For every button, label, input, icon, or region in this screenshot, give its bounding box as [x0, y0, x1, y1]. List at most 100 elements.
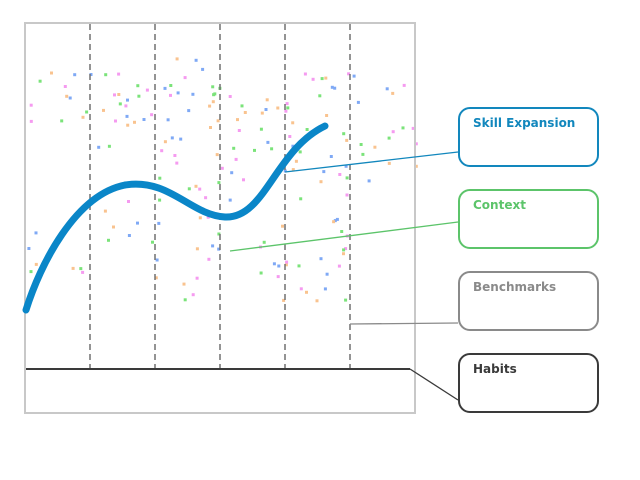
- scatter-point: [34, 262, 38, 266]
- scatter-point: [230, 171, 234, 175]
- scatter-point: [217, 247, 221, 251]
- leader-line-benchmarks: [349, 322, 459, 325]
- scatter-point: [212, 93, 216, 97]
- scatter-point: [126, 123, 130, 127]
- scatter-point: [85, 110, 89, 114]
- scatter-point: [234, 157, 238, 161]
- callout-label-context: Context: [473, 198, 526, 212]
- scatter-point: [97, 145, 101, 149]
- scatter-point: [163, 86, 167, 90]
- scatter-point: [315, 299, 319, 303]
- scatter-point: [344, 298, 348, 302]
- scatter-point: [208, 104, 212, 108]
- scatter-point: [281, 224, 284, 228]
- scatter-point: [207, 257, 211, 261]
- scatter-point: [155, 258, 159, 262]
- scatter-point: [63, 85, 67, 88]
- scatter-point: [243, 111, 247, 114]
- scatter-point: [277, 264, 281, 268]
- scatter-point: [391, 91, 395, 95]
- scatter-point: [285, 102, 289, 106]
- scatter-point: [34, 231, 38, 235]
- scatter-point: [113, 93, 116, 97]
- scatter-point: [253, 148, 256, 152]
- scatter-point: [367, 179, 371, 183]
- scatter-point: [276, 106, 280, 110]
- scatter-point: [265, 98, 269, 102]
- scatter-point: [345, 193, 349, 197]
- scatter-point: [118, 102, 122, 106]
- scatter-point: [318, 94, 322, 98]
- scatter-point: [259, 271, 263, 275]
- callout-label-skill-expansion: Skill Expansion: [473, 116, 576, 130]
- scatter-point: [322, 170, 326, 174]
- scatter-point: [29, 103, 33, 107]
- scatter-point: [191, 293, 195, 297]
- scatter-point: [73, 73, 77, 77]
- scatter-point: [299, 197, 303, 201]
- scatter-point: [345, 138, 349, 142]
- scatter-point: [195, 276, 199, 280]
- scatter-point: [338, 173, 342, 176]
- scatter-point: [107, 238, 110, 242]
- scatter-point: [352, 74, 356, 78]
- scatter-point: [391, 130, 395, 134]
- scatter-point: [29, 270, 33, 274]
- scatter-point: [124, 104, 128, 108]
- scatter-point: [169, 84, 173, 87]
- scatter-point: [211, 100, 215, 104]
- scatter-point: [324, 76, 328, 80]
- scatter-point: [71, 266, 75, 270]
- scatter-point: [136, 221, 139, 225]
- scatter-point: [291, 121, 295, 125]
- scatter-point: [264, 108, 268, 111]
- scatter-point: [342, 248, 346, 252]
- scatter-point: [176, 91, 180, 95]
- leader-line-skill-expansion: [284, 151, 459, 173]
- scatter-point: [414, 164, 418, 168]
- scatter-point: [303, 72, 307, 76]
- scatter-point: [228, 198, 232, 202]
- scatter-point: [183, 298, 187, 302]
- scatter-point: [206, 215, 210, 219]
- scatter-point: [285, 260, 289, 264]
- scatter-point: [216, 119, 220, 123]
- scatter-point: [217, 181, 221, 185]
- scatter-point: [284, 263, 288, 267]
- scatter-point: [201, 67, 205, 71]
- scatter-point: [102, 108, 105, 112]
- scatter-point: [179, 137, 183, 141]
- scatter-point: [319, 257, 323, 261]
- scatter-point: [68, 96, 72, 100]
- scatter-point: [60, 119, 64, 123]
- scatter-point: [204, 196, 208, 200]
- scatter-point: [158, 176, 162, 180]
- scatter-point: [198, 216, 202, 220]
- scatter-point: [29, 119, 33, 123]
- scatter-point: [137, 94, 141, 98]
- scatter-point: [319, 180, 323, 184]
- scatter-point: [127, 200, 130, 203]
- scatter-point: [284, 109, 288, 113]
- scatter-point: [163, 140, 167, 144]
- scatter-point: [182, 282, 186, 286]
- scatter-point: [337, 264, 341, 268]
- scatter-point: [127, 234, 131, 237]
- scatter-point: [373, 145, 377, 149]
- scatter-point: [136, 84, 140, 88]
- scatter-point: [169, 93, 172, 97]
- scatter-point: [157, 221, 161, 225]
- scatter-point: [107, 144, 111, 148]
- scatter-point: [81, 270, 85, 274]
- scatter-point: [344, 247, 348, 251]
- scatter-point: [198, 187, 202, 191]
- plot-frame: [24, 22, 416, 414]
- scatter-point: [297, 264, 301, 268]
- scatter-point: [103, 209, 107, 213]
- scatter-point: [329, 155, 333, 158]
- scatter-point: [325, 272, 329, 276]
- scatter-point: [142, 118, 146, 121]
- scatter-point: [191, 92, 195, 96]
- scatter-point: [294, 159, 298, 163]
- scatter-point: [242, 178, 245, 182]
